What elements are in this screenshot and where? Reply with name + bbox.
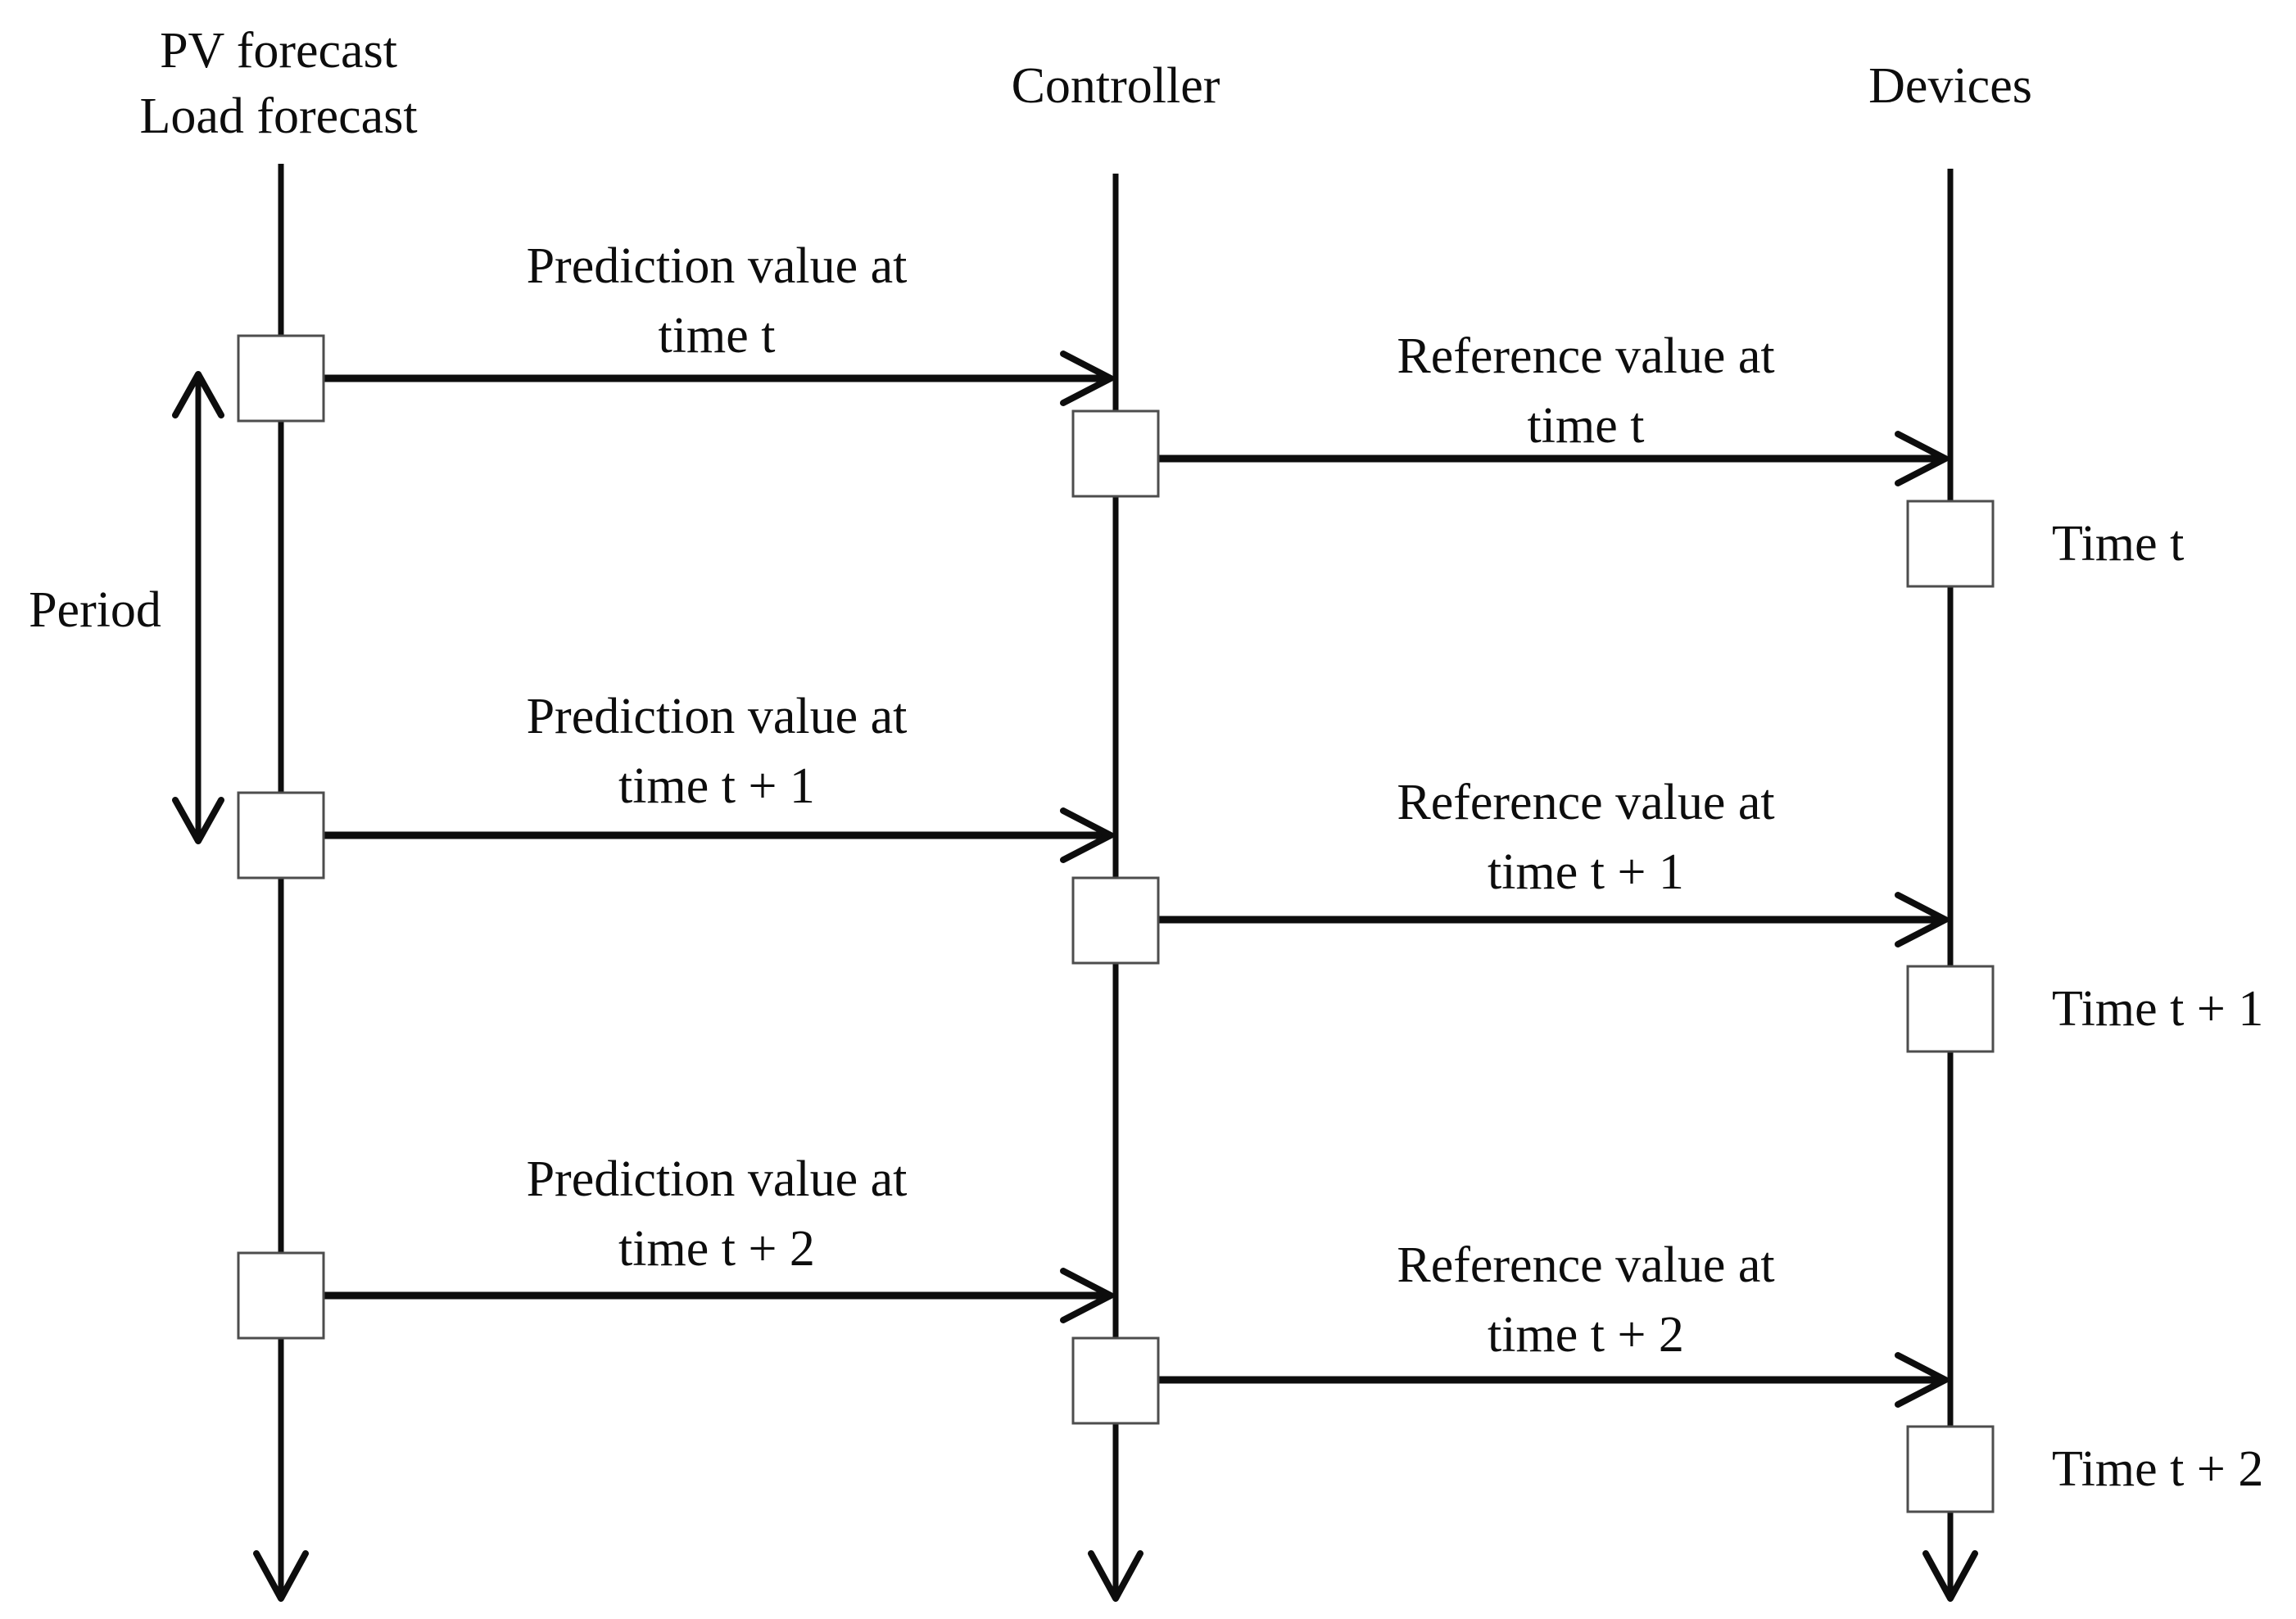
time-marker-t1: Time t + 1 [2052, 981, 2263, 1037]
message-label-prediction-t2-line1: Prediction value at [527, 1151, 908, 1207]
activation-box-forecast-t2 [237, 1251, 325, 1340]
message-label-prediction-t1-line1: Prediction value at [527, 689, 908, 744]
period-arrowhead-down-icon [172, 797, 224, 844]
actor-title-controller: Controller [1012, 58, 1220, 114]
lifeline-controller-bottom-arrowhead-icon [1088, 1550, 1143, 1602]
message-label-prediction-t-line1: Prediction value at [527, 238, 908, 294]
lifeline-devices-bottom-arrowhead-icon [1922, 1550, 1978, 1602]
actor-title-pv-forecast-line1: PV forecast [160, 23, 397, 79]
period-label: Period [29, 582, 161, 638]
message-label-reference-t-line2: time t [1528, 398, 1645, 454]
message-label-prediction-t2-line2: time t + 2 [618, 1221, 815, 1277]
activation-box-devices-t2 [1906, 1425, 1995, 1513]
message-label-prediction-t1-line2: time t + 1 [618, 758, 815, 814]
activation-box-forecast-t1 [237, 791, 325, 880]
message-label-reference-t2-line2: time t + 2 [1488, 1307, 1684, 1363]
activation-box-forecast-t [237, 334, 325, 423]
message-arrowhead-prediction-t2-icon [1060, 1268, 1114, 1323]
activation-box-controller-t2 [1071, 1336, 1160, 1425]
message-label-reference-t1-line2: time t + 1 [1488, 844, 1684, 900]
activation-box-devices-t1 [1906, 965, 1995, 1053]
message-arrowhead-prediction-t1-icon [1060, 807, 1114, 863]
message-label-reference-t2-line1: Reference value at [1397, 1237, 1774, 1293]
message-label-reference-t1-line1: Reference value at [1397, 775, 1774, 830]
activation-box-controller-t1 [1071, 876, 1160, 965]
time-marker-t2: Time t + 2 [2052, 1441, 2263, 1497]
message-arrowhead-reference-t-icon [1895, 431, 1949, 486]
actor-title-pv-forecast-line2: Load forecast [139, 88, 417, 144]
activation-box-devices-t [1906, 500, 1995, 588]
actor-title-devices: Devices [1868, 58, 2032, 114]
message-arrowhead-reference-t1-icon [1895, 892, 1949, 947]
message-label-reference-t-line1: Reference value at [1397, 328, 1774, 384]
message-arrowhead-reference-t2-icon [1895, 1352, 1949, 1408]
activation-box-controller-t [1071, 409, 1160, 498]
time-marker-t: Time t [2052, 516, 2184, 572]
message-arrowhead-prediction-t-icon [1060, 350, 1114, 406]
message-label-prediction-t-line2: time t [659, 308, 776, 364]
period-arrowhead-up-icon [172, 371, 224, 418]
lifeline-pv-bottom-arrowhead-icon [253, 1550, 309, 1602]
